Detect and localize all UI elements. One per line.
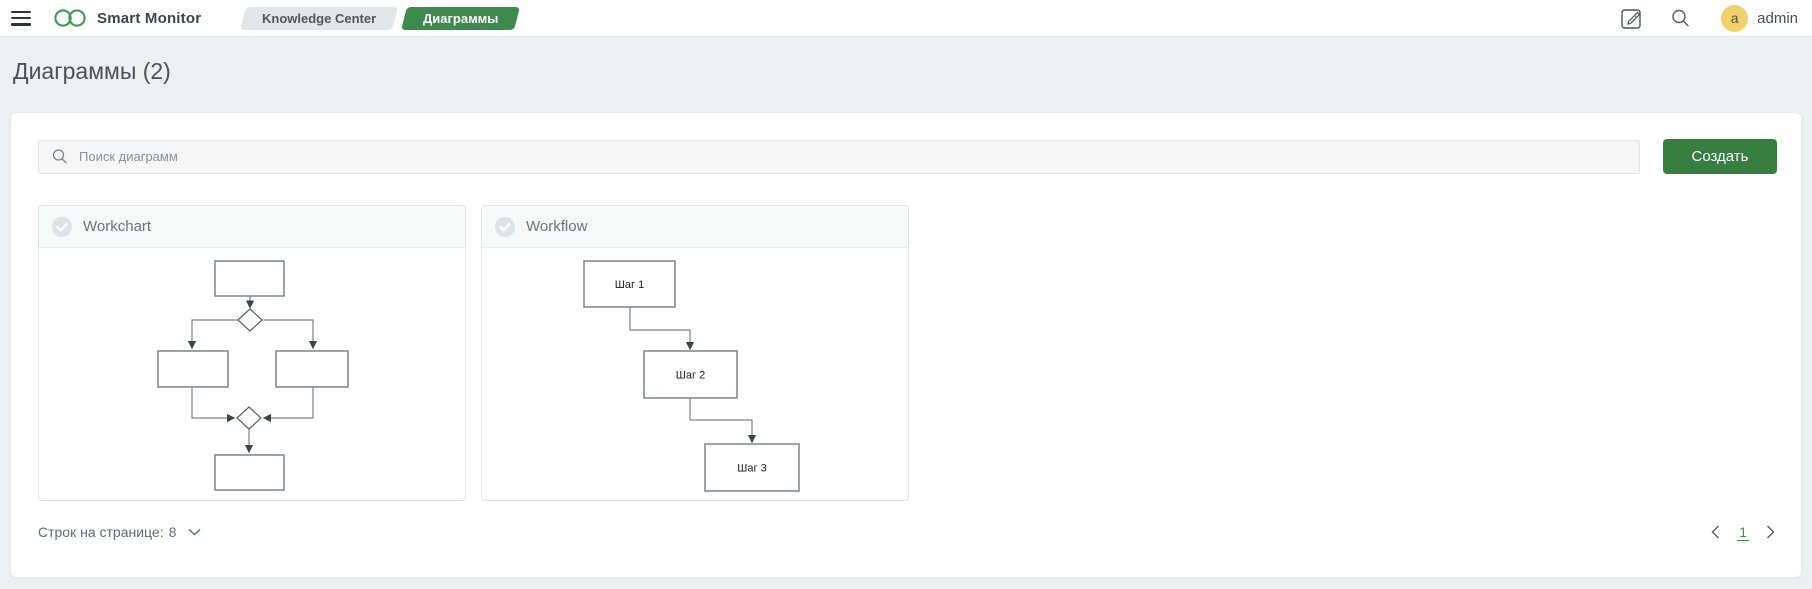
search-box[interactable]: [38, 139, 1640, 174]
hamburger-menu-icon[interactable]: [11, 10, 31, 26]
flow-node-label: Шаг 1: [615, 279, 644, 291]
breadcrumb-knowledge-center[interactable]: Knowledge Center: [240, 6, 399, 30]
top-bar: Smart Monitor Knowledge Center Диаграммы…: [0, 0, 1812, 37]
diagram-preview-workchart: [39, 248, 465, 500]
rows-per-page-label: Строк на странице:: [38, 524, 164, 540]
flow-node-label: Шаг 2: [676, 370, 705, 382]
new-note-icon[interactable]: [1620, 7, 1643, 30]
check-circle-icon: [495, 216, 515, 237]
pagination: 1: [1709, 523, 1777, 541]
breadcrumb: Knowledge Center Диаграммы: [240, 6, 521, 30]
check-circle-icon: [52, 216, 72, 237]
card-header: Workchart: [39, 206, 465, 248]
page-title: Диаграммы (2): [13, 58, 171, 84]
diagram-card-list: Workchart: [38, 205, 1777, 501]
user-name[interactable]: admin: [1757, 9, 1798, 27]
diagram-card-workflow[interactable]: Workflow Шаг 1: [481, 205, 909, 501]
card-title: Workflow: [526, 218, 588, 235]
diagram-card-workchart[interactable]: Workchart: [38, 205, 466, 501]
app-name: Smart Monitor: [97, 9, 202, 27]
page-next-icon[interactable]: [1764, 523, 1777, 541]
page-number-current[interactable]: 1: [1737, 523, 1749, 541]
page-prev-icon[interactable]: [1709, 523, 1722, 541]
chevron-down-icon: [188, 528, 201, 536]
avatar[interactable]: a: [1721, 4, 1749, 32]
panel-footer: Строк на странице: 8 1: [38, 523, 1777, 541]
rows-per-page-select[interactable]: Строк на странице: 8: [38, 524, 201, 540]
search-icon[interactable]: [1670, 8, 1691, 29]
breadcrumb-diagrams[interactable]: Диаграммы: [401, 6, 521, 30]
avatar-initial: a: [1730, 10, 1739, 26]
search-input-icon: [52, 148, 67, 163]
card-header: Workflow: [482, 206, 908, 248]
create-button[interactable]: Создать: [1663, 139, 1777, 174]
search-input[interactable]: [79, 149, 1627, 164]
rows-per-page-value: 8: [168, 524, 177, 540]
toolbar: Создать: [38, 139, 1777, 174]
card-title: Workchart: [83, 218, 152, 235]
content-panel: Создать Workchart: [10, 112, 1802, 578]
infinity-logo-icon: [52, 7, 88, 29]
diagram-preview-workflow: Шаг 1 Шаг 2 Шаг 3: [482, 248, 908, 500]
flow-node-label: Шаг 3: [737, 463, 766, 475]
